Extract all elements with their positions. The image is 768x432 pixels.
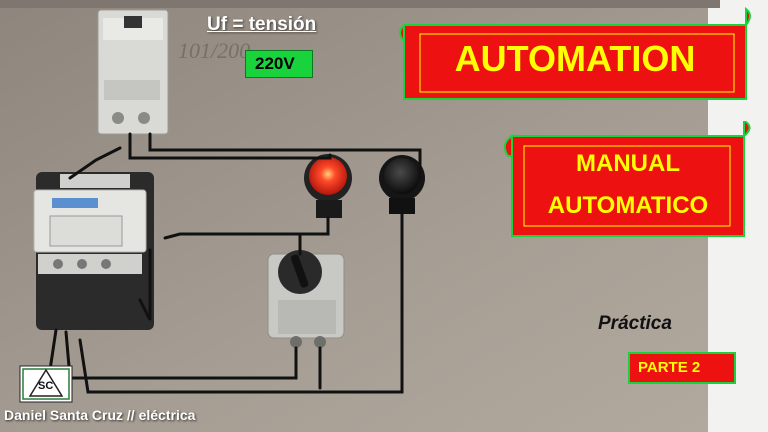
banner-main-title: AUTOMATION (454, 38, 696, 79)
voltage-value: 220V (255, 54, 295, 73)
part-label: PARTE 2 (638, 359, 701, 376)
author-credit: Daniel Santa Cruz // eléctrica (4, 407, 196, 423)
svg-text:101/200: 101/200 (178, 38, 250, 63)
automation-banner (399, 6, 751, 100)
black-pilot-lamp (379, 155, 425, 214)
banner-subtitle-line1: MANUAL (576, 150, 680, 177)
red-pilot-lamp (304, 154, 352, 218)
voltage-tag: 220V (245, 50, 313, 78)
practice-label: Práctica (598, 313, 672, 334)
logo-initials: SC (38, 380, 54, 392)
part-badge: PARTE 2 (628, 352, 736, 384)
banner-subtitle-line2: AUTOMATICO (547, 192, 709, 219)
wiring (42, 132, 422, 394)
manual-automatico-banner (503, 121, 751, 237)
voltage-title: Uf = tensión (207, 14, 317, 35)
circuit-breaker (97, 9, 169, 135)
sc-logo (19, 365, 73, 403)
selector-switch (267, 250, 345, 348)
contactor (33, 172, 154, 330)
